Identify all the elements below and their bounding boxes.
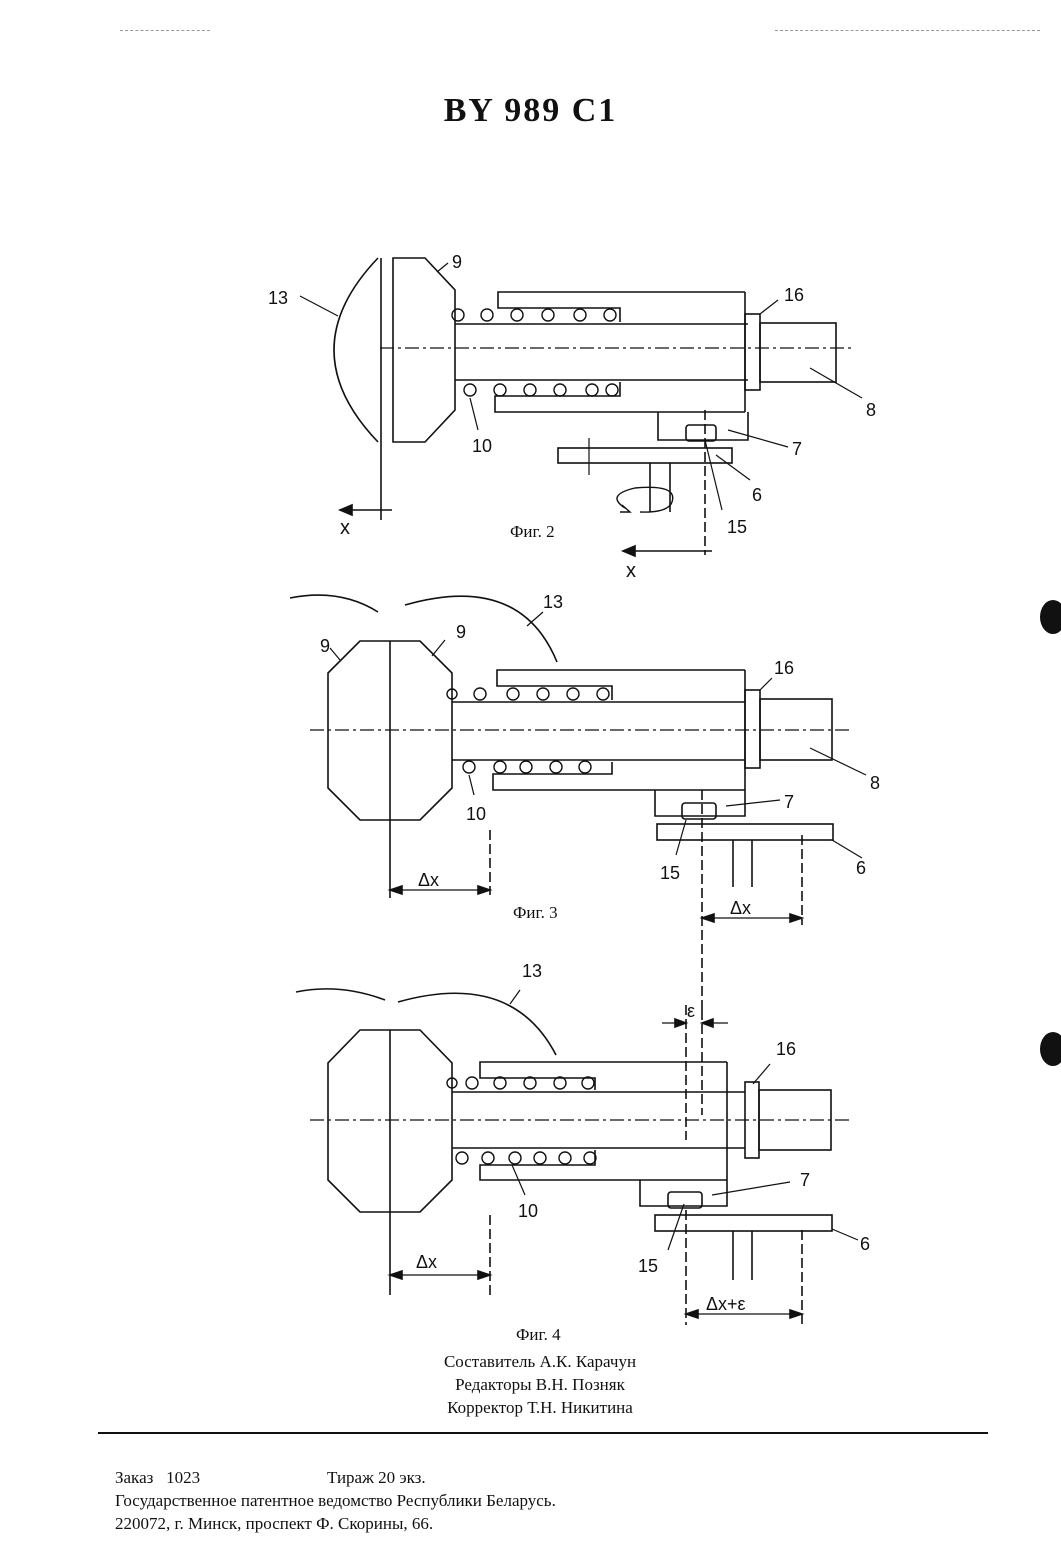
punch-hole-mark xyxy=(1040,600,1061,634)
credits-corrector: Корректор Т.Н. Никитина xyxy=(0,1396,1061,1419)
footer-order: Заказ 1023 xyxy=(115,1468,200,1487)
footer-order-line: Заказ 1023 Тираж 20 экз. xyxy=(115,1466,556,1489)
fig4-label-10: 10 xyxy=(518,1201,538,1221)
fig4-label-dx: Δx xyxy=(416,1252,437,1272)
fig4-label-6: 6 xyxy=(860,1234,870,1254)
footer-block: Заказ 1023 Тираж 20 экз. Государственное… xyxy=(115,1466,556,1535)
fig4-label-13: 13 xyxy=(522,961,542,981)
fig4-label-dx-eps: Δx+ε xyxy=(706,1294,746,1314)
credits-compiler: Составитель А.К. Карачун xyxy=(0,1350,1061,1373)
fig4-label-16: 16 xyxy=(776,1039,796,1059)
punch-hole-mark xyxy=(1040,1032,1061,1066)
credits-editors: Редакторы В.Н. Позняк xyxy=(0,1373,1061,1396)
fig4-label-15: 15 xyxy=(638,1256,658,1276)
fig4-caption: Фиг. 4 xyxy=(516,1325,561,1344)
footer-divider xyxy=(98,1432,988,1434)
footer-address: 220072, г. Минск, проспект Ф. Скорины, 6… xyxy=(115,1512,556,1535)
footer-circulation: Тираж 20 экз. xyxy=(327,1466,426,1489)
footer-office: Государственное патентное ведомство Респ… xyxy=(115,1489,556,1512)
fig4-label-7: 7 xyxy=(800,1170,810,1190)
fig4-label-epsilon: ε xyxy=(687,1001,695,1021)
credits-block: Составитель А.К. Карачун Редакторы В.Н. … xyxy=(0,1350,1061,1419)
